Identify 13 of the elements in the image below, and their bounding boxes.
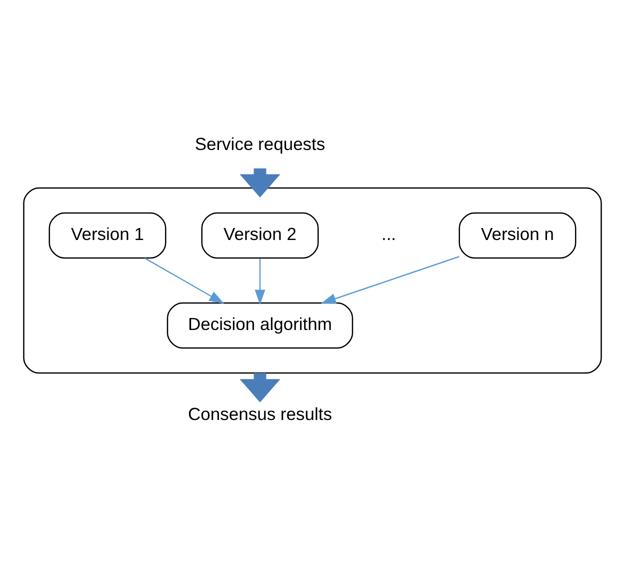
node-box: Version 2 — [201, 212, 319, 259]
node-box: Version 1 — [48, 212, 166, 259]
node-box: Version n — [458, 212, 576, 259]
arrow — [320, 256, 460, 304]
arrow — [240, 168, 280, 198]
arrow — [240, 373, 280, 402]
label: ... — [381, 224, 396, 244]
cluster — [23, 187, 602, 374]
arrow — [144, 258, 224, 304]
node-text: Consensus results — [188, 404, 332, 424]
node-box: Decision algorithm — [166, 302, 354, 349]
arrow — [254, 258, 266, 305]
node-text: Service requests — [194, 134, 326, 154]
